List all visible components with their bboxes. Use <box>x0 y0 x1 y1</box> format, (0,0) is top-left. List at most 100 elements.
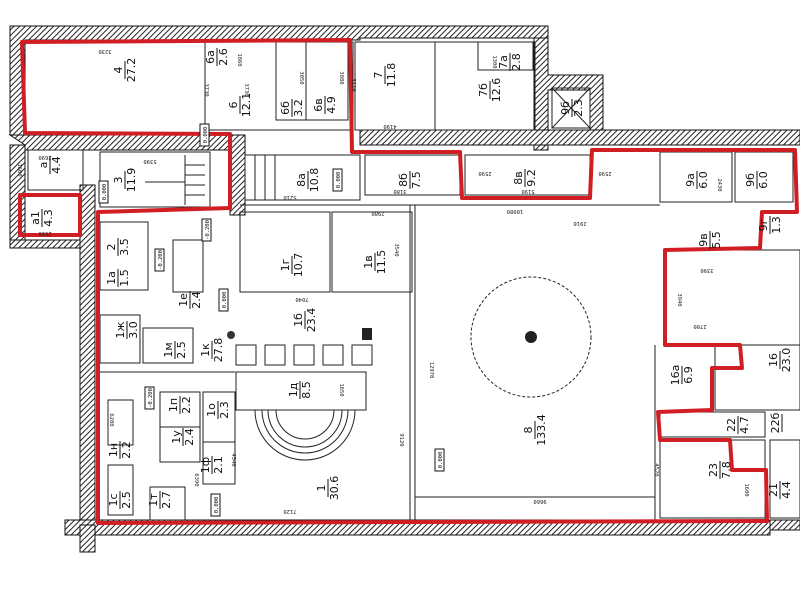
dimension-label: 6390 <box>193 473 199 486</box>
room-number: 9а <box>684 173 697 187</box>
dimension-label: 5390 <box>143 158 156 164</box>
room-number: 8а <box>295 173 308 187</box>
room-area: 11.9 <box>125 168 138 193</box>
level-value: -0.200 <box>158 250 164 270</box>
dimension-label: 2700 <box>693 323 706 329</box>
room-number: 1м <box>162 342 175 357</box>
room-area: 27.2 <box>125 58 138 83</box>
level-mark: -0.200 <box>144 386 155 410</box>
restricted-area-outline <box>18 38 799 525</box>
room-number: 1 <box>315 485 328 492</box>
staircase <box>184 155 276 205</box>
room-number: 22б <box>769 412 782 433</box>
room-number: 1б <box>292 313 305 327</box>
room-number: 1у <box>170 430 183 444</box>
dimension-label: 2590 <box>598 170 611 176</box>
room-number: 9г <box>757 218 770 231</box>
dimension-label: 9660 <box>533 498 546 504</box>
room-area: 5.5 <box>710 231 723 249</box>
dimension-label: 7120 <box>283 508 296 514</box>
dimension-label: 3050 <box>298 71 304 84</box>
dimension-label: 7040 <box>295 296 308 302</box>
room-number: 1ф <box>199 457 212 473</box>
level-mark: 0.000 <box>218 288 229 312</box>
room-area: 2.1 <box>212 456 225 474</box>
room-area: 133.4 <box>535 414 548 446</box>
room-area: 12.1 <box>240 93 253 118</box>
level-value: 0.000 <box>203 127 209 144</box>
dimension-label: 1650 <box>338 383 344 396</box>
room-area: 4.3 <box>42 209 55 227</box>
room-number: 1о <box>205 403 218 417</box>
room-number: 1п <box>167 398 180 412</box>
level-marks: 0.000 0.000 -0.200 -0.200 0.000 -0.200 0.000 0.… <box>98 123 445 517</box>
room-area: 11.5 <box>375 250 388 275</box>
interior-walls <box>27 41 800 521</box>
level-mark: 0.000 <box>210 493 221 517</box>
dimension-label: 1660 <box>16 163 22 176</box>
room-area: 4.7 <box>738 416 751 434</box>
level-mark: 0.000 <box>199 123 210 147</box>
room-number: 1д <box>287 382 300 397</box>
room-area: 3.0 <box>127 321 140 339</box>
level-value: 0.000 <box>336 172 342 189</box>
room-area: 11.8 <box>385 63 398 88</box>
dimension-label: 3180 <box>393 188 406 194</box>
room-number: 1с <box>107 493 120 506</box>
room-area: 2.5 <box>175 341 188 359</box>
room-number: 1н <box>107 443 120 457</box>
elevator-shafts <box>235 328 373 366</box>
hall-circle <box>470 276 592 398</box>
room-number: 6в <box>312 98 325 111</box>
dimension-label: 6280 <box>108 413 114 426</box>
room-number: 1г <box>279 258 292 271</box>
room-area: 3.2 <box>292 99 305 117</box>
room-number: 7 <box>372 72 385 79</box>
room-area: 2.4 <box>190 291 203 309</box>
room-area: 2.5 <box>120 491 133 509</box>
room-area: 1.5 <box>118 269 131 287</box>
room-number: 1ж <box>114 321 127 338</box>
dimension-label: 2690 <box>38 230 51 236</box>
level-value: 0.000 <box>438 452 444 469</box>
room-area: 27.8 <box>212 338 225 363</box>
room-number: 3 <box>112 177 125 184</box>
level-value: -0.200 <box>205 220 211 240</box>
room-number: 7а <box>497 55 510 69</box>
room-number: 16 <box>767 353 780 367</box>
room-area: 6.0 <box>757 171 770 189</box>
room-number: 7б <box>477 83 490 97</box>
dimension-label: 1860 <box>236 53 242 66</box>
room-area: 7.8 <box>720 461 733 479</box>
level-mark: -0.200 <box>201 218 212 242</box>
dimension-label: 1600 <box>743 483 749 496</box>
level-value: 0.000 <box>222 292 228 309</box>
room-area: 8.5 <box>300 381 313 399</box>
room-area: 10.7 <box>292 253 305 278</box>
dimension-label: 3730 <box>203 83 209 96</box>
level-value: 0.000 <box>102 184 108 201</box>
room-number: 8б <box>397 173 410 187</box>
dimension-label: 4190 <box>383 123 396 129</box>
room-area: 4.4 <box>50 156 63 174</box>
room-area: 2.4 <box>183 428 196 446</box>
room-area: 3.5 <box>118 238 131 256</box>
